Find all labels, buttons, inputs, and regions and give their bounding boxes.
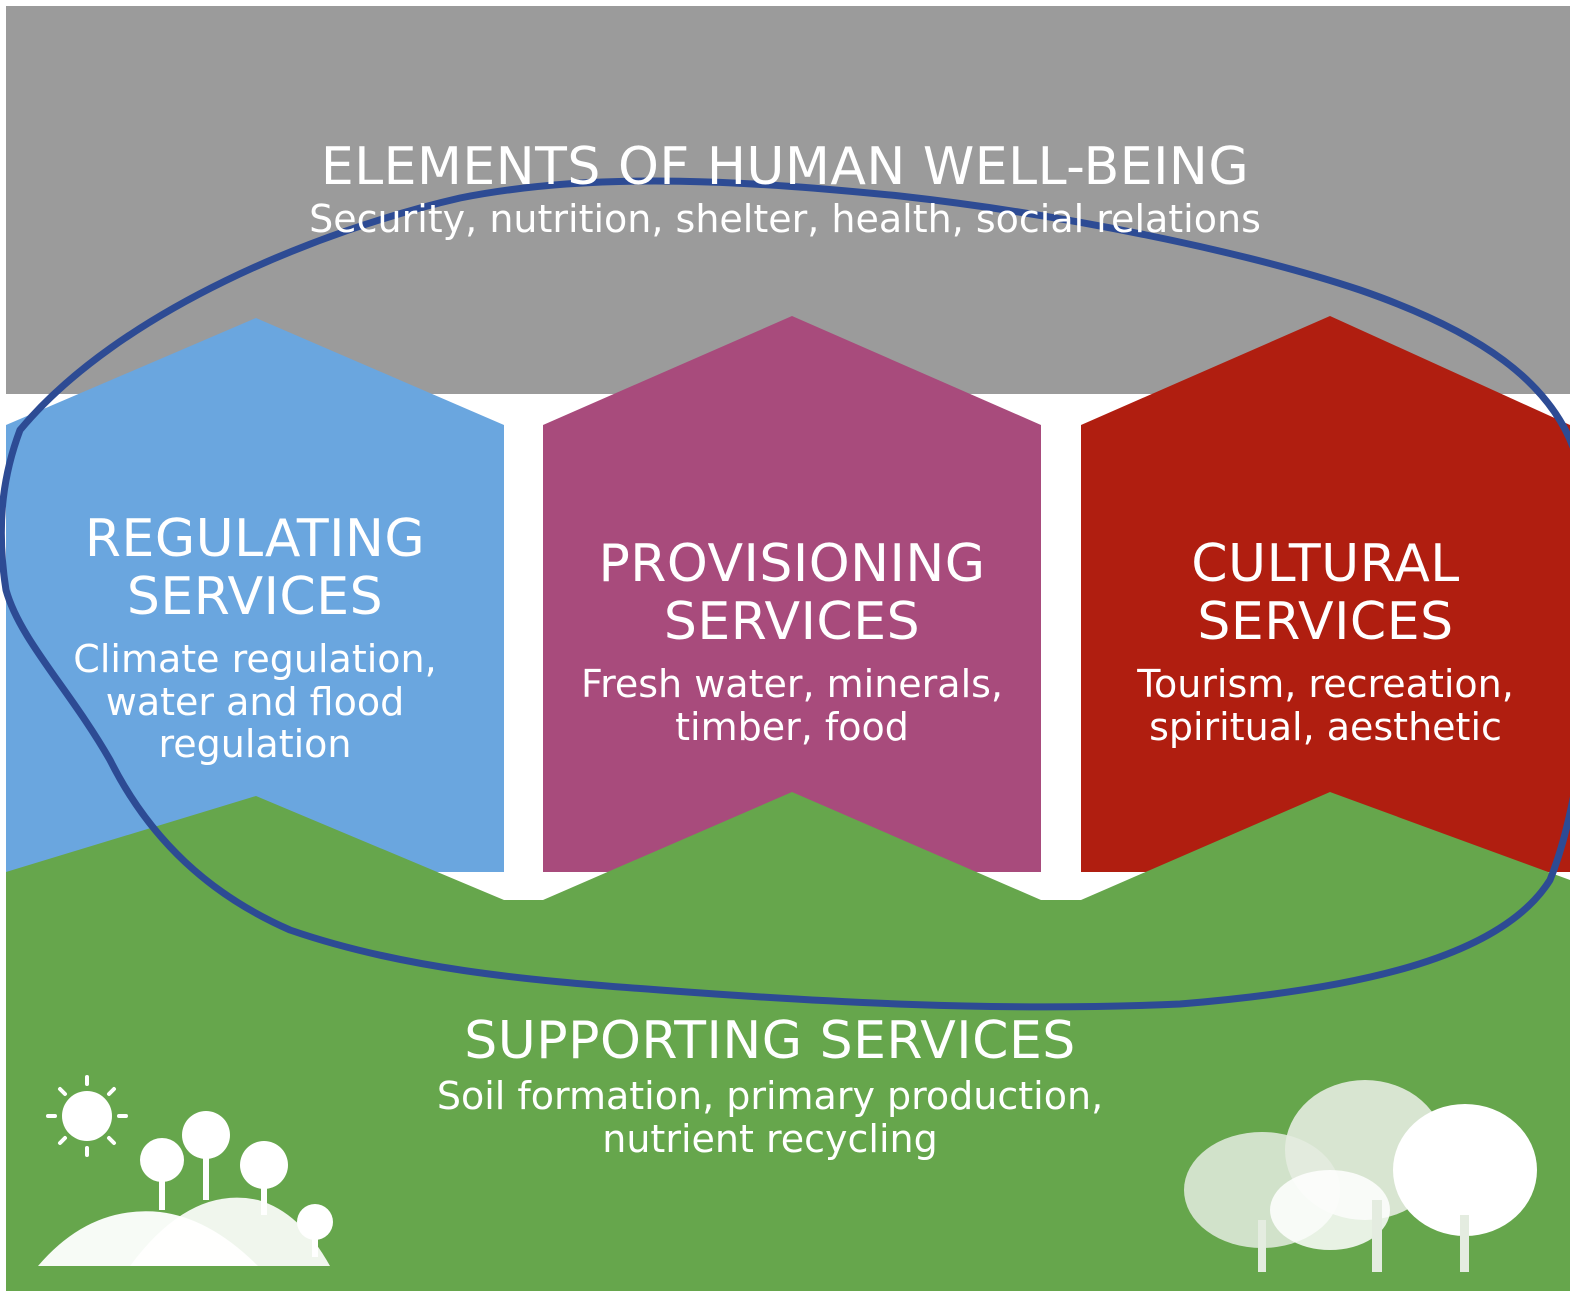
cultural-services-shape [1081,316,1570,872]
cultural-services-title: CULTURAL SERVICES [1191,534,1460,653]
provisioning-services-title: PROVISIONING SERVICES [598,534,986,653]
regulating-services-shape [6,318,504,872]
regulating-services-title: REGULATING SERVICES [84,509,426,628]
supporting-services-shape [6,792,1570,1291]
sun-hills-trees-icon [38,1075,333,1266]
well-being-title: ELEMENTS OF HUMAN WELL-BEING [320,137,1250,197]
well-being-items: Security, nutrition, shelter, health, so… [309,197,1261,241]
regulating-services-description: Climate regulation, water and flood regu… [73,637,437,767]
supporting-services-description: Soil formation, primary production, nutr… [436,1074,1104,1161]
supporting-services-title: SUPPORTING SERVICES [464,1011,1076,1071]
tree-cluster-icon [1184,1080,1537,1272]
provisioning-services-description: Fresh water, minerals, timber, food [580,662,1004,749]
annotation-ellipse [0,177,1570,1011]
provisioning-services-shape [543,316,1041,872]
cultural-services-description: Tourism, recreation, spiritual, aestheti… [1137,662,1514,749]
